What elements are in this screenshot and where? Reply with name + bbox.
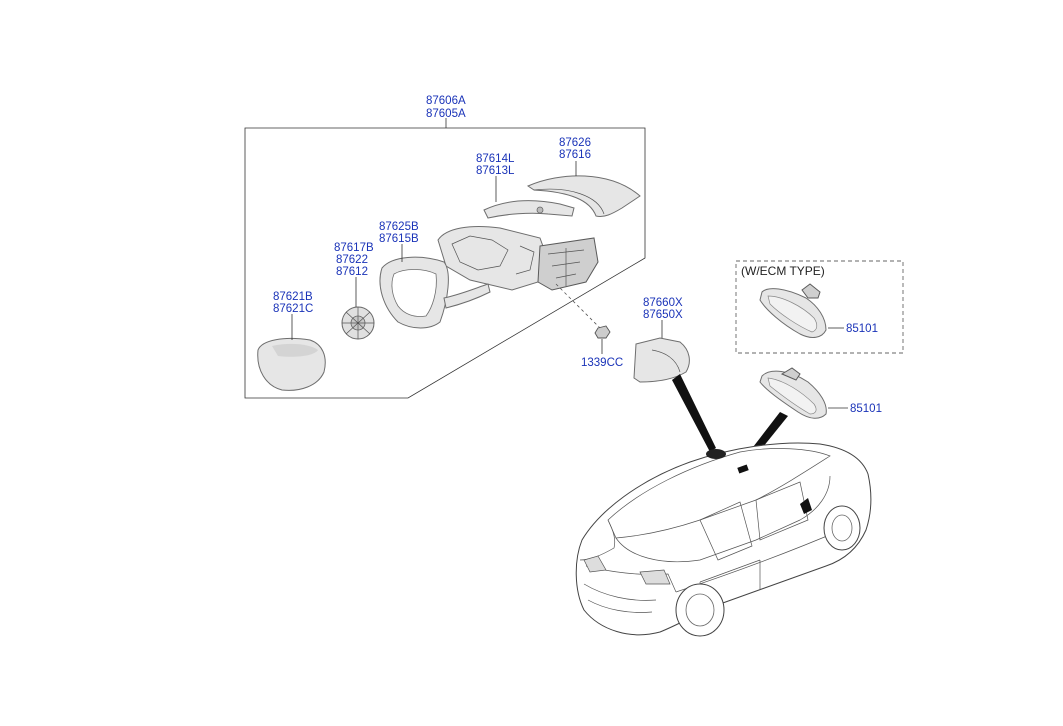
- label-inner-cover-b[interactable]: 87650X: [643, 309, 683, 321]
- label-inner-cover-a[interactable]: 87660X: [643, 297, 683, 309]
- room-mirror-face: [767, 377, 817, 415]
- label-actuator-b[interactable]: 87622: [336, 254, 368, 266]
- ecm-mirror-face: [767, 295, 818, 333]
- car-illustration: [575, 442, 872, 637]
- ecm-mirror-stem: [801, 283, 821, 299]
- scalp-part[interactable]: [483, 200, 575, 219]
- label-actuator-c[interactable]: 87612: [336, 266, 368, 278]
- inner-cover-part[interactable]: [633, 337, 690, 383]
- label-ecm-mirror[interactable]: 85101: [846, 323, 878, 335]
- label-mirror-glass-a[interactable]: 87621B: [273, 291, 313, 303]
- pointer-inner-cover: [672, 374, 716, 452]
- inner-cover-edge: [651, 349, 681, 373]
- label-mirror-glass-b[interactable]: 87621C: [273, 303, 313, 315]
- label-scalp-a[interactable]: 87614L: [476, 153, 515, 165]
- label-scalp-b[interactable]: 87613L: [476, 165, 515, 177]
- label-room-mirror[interactable]: 85101: [850, 403, 882, 415]
- actuator-spokes: [342, 307, 374, 339]
- mirror-body-detail: [451, 235, 535, 275]
- mirror-glass-shade: [272, 343, 318, 357]
- mirror-base-detail: [547, 248, 585, 286]
- housing-harness: [443, 283, 491, 309]
- label-mirror-cover-b[interactable]: 87616: [559, 149, 591, 161]
- label-mirror-cover-a[interactable]: 87626: [559, 137, 591, 149]
- label-housing-b[interactable]: 87615B: [379, 233, 419, 245]
- scalp-clip: [536, 206, 544, 214]
- ecm-type-box: [735, 260, 904, 354]
- label-housing-a[interactable]: 87625B: [379, 221, 419, 233]
- label-actuator-a[interactable]: 87617B: [334, 242, 374, 254]
- label-assembly-a[interactable]: 87606A: [426, 95, 466, 107]
- assembly-frame: [244, 127, 646, 399]
- mirror-body-part[interactable]: [437, 226, 549, 291]
- mirror-cover-edge: [533, 188, 605, 215]
- nut-leader: [555, 283, 603, 331]
- label-nut[interactable]: 1339CC: [581, 357, 623, 369]
- housing-inner: [391, 269, 437, 317]
- room-mirror-stem: [780, 367, 801, 381]
- label-assembly-b[interactable]: 87605A: [426, 108, 466, 120]
- nut-part[interactable]: [594, 325, 611, 339]
- ecm-type-title: (W/ECM TYPE): [741, 264, 825, 278]
